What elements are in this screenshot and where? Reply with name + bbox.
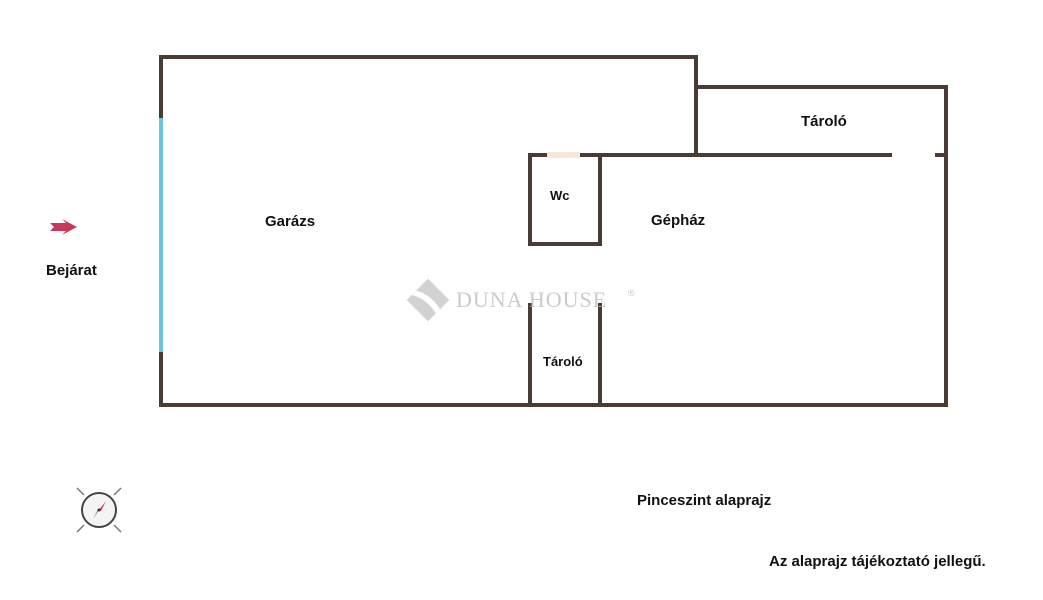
watermark-text: DUNA HOUSE <box>456 287 607 312</box>
watermark-registered-mark: ® <box>628 288 635 298</box>
duna-house-logo-icon <box>406 278 450 322</box>
wc-door-opening <box>547 152 580 158</box>
entrance-label: Bejárat <box>46 262 97 279</box>
room-label-storage-top: Tároló <box>801 113 847 130</box>
duna-house-watermark: DUNA HOUSE ® <box>406 278 635 322</box>
room-label-storage-bottom: Tároló <box>543 354 583 369</box>
disclaimer-text: Az alaprajz tájékoztató jellegű. <box>769 553 986 570</box>
compass-icon <box>76 487 122 533</box>
room-label-garage: Garázs <box>265 213 315 230</box>
room-label-machine-room: Gépház <box>651 212 705 229</box>
room-label-wc: Wc <box>550 188 570 203</box>
plan-title: Pinceszint alaprajz <box>637 492 772 509</box>
interior-walls <box>528 153 948 407</box>
outer-walls <box>159 55 948 407</box>
arrow-right-icon <box>50 219 77 235</box>
